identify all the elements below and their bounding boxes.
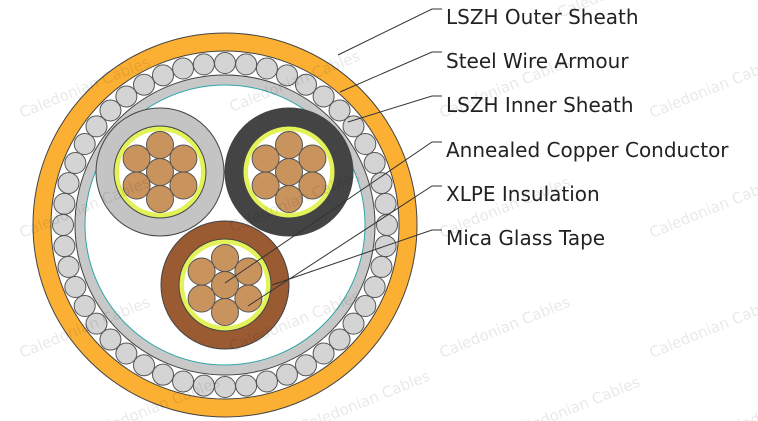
leader-armour [339, 51, 442, 93]
copper-strand [211, 244, 239, 272]
armour-wire [64, 275, 87, 298]
armour-wire [73, 295, 96, 317]
armour-wire [133, 73, 155, 96]
armour-wire [370, 255, 393, 278]
copper-strand [275, 185, 303, 213]
copper-strand [251, 144, 280, 173]
armour-wire [295, 73, 317, 96]
armour-wire [57, 172, 80, 195]
watermark: Caledonian Cables [507, 373, 643, 421]
armour-wire [275, 64, 298, 87]
watermark: Caledonian Cables [717, 373, 758, 421]
armour-wire [235, 53, 258, 76]
armour-wire [312, 85, 335, 108]
armour-wire [295, 354, 317, 377]
armour-wire [53, 192, 76, 215]
copper-strand [146, 185, 174, 213]
label-mica-tape: Mica Glass Tape [446, 226, 605, 250]
copper-strand [146, 131, 174, 159]
armour-wire [152, 64, 175, 87]
armour-wire [235, 374, 258, 397]
armour-wire [214, 52, 236, 74]
copper-strand [146, 158, 174, 186]
label-outer-sheath: LSZH Outer Sheath [446, 5, 639, 29]
copper-strand [298, 144, 327, 173]
armour-wire [275, 363, 298, 386]
copper-strand [211, 271, 239, 299]
armour-wire [64, 152, 87, 175]
armour-wire [73, 133, 96, 155]
armour-wire [115, 85, 138, 108]
armour-wire [172, 57, 195, 80]
armour-wire [255, 57, 278, 80]
label-inner-sheath: LSZH Inner Sheath [446, 93, 634, 117]
armour-wire [152, 363, 175, 386]
copper-strand [187, 257, 216, 286]
copper-strand [251, 171, 280, 200]
copper-strand [122, 144, 151, 173]
leader-outer-sheath [337, 8, 442, 56]
leader-lines [224, 8, 442, 307]
armour-wire [53, 235, 76, 258]
armour-wire [57, 255, 80, 278]
watermark: Caledonian Cables [647, 53, 758, 122]
armour-wire [312, 342, 335, 365]
cores-group [95, 107, 354, 350]
armour-wire [328, 99, 351, 122]
armour-wire [255, 370, 278, 393]
armour-wire [376, 214, 398, 236]
core [160, 220, 290, 350]
armour-wire [342, 115, 365, 138]
watermark: Caledonian Cables [437, 293, 573, 362]
copper-strand [169, 144, 198, 173]
label-conductor: Annealed Copper Conductor [446, 138, 729, 162]
armour-wire [133, 354, 155, 377]
leader-mica-tape [271, 229, 442, 286]
copper-strand [298, 171, 327, 200]
armour-wire [328, 328, 351, 351]
steel-wire-armour-layer [52, 52, 398, 398]
copper-strand [234, 284, 263, 313]
core [95, 107, 225, 237]
armour-wire [370, 172, 393, 195]
callout-labels: LSZH Outer Sheath Steel Wire Armour LSZH… [446, 5, 729, 250]
armour-wire [363, 275, 386, 298]
copper-strand [169, 171, 198, 200]
armour-wire [192, 374, 215, 397]
armour-wire [342, 312, 365, 335]
core [224, 107, 354, 237]
armour-wire [354, 295, 377, 317]
label-armour: Steel Wire Armour [446, 49, 629, 73]
armour-wire [172, 370, 195, 393]
copper-strand [187, 284, 216, 313]
copper-strand [211, 298, 239, 326]
armour-wire [99, 328, 122, 351]
armour-wire [363, 152, 386, 175]
armour-wire [354, 133, 377, 155]
leader-inner-sheath [347, 95, 442, 123]
armour-wire [374, 192, 397, 215]
armour-wire [99, 99, 122, 122]
armour-wire [85, 312, 108, 335]
copper-strand [275, 131, 303, 159]
copper-strand [275, 158, 303, 186]
armour-wire [115, 342, 138, 365]
watermark: Caledonian Cables [647, 173, 758, 242]
label-insulation: XLPE Insulation [446, 182, 600, 206]
watermark: Caledonian Cables [647, 293, 758, 362]
copper-strand [234, 257, 263, 286]
armour-wire [85, 115, 108, 138]
leader-insulation [247, 185, 442, 307]
armour-wire [192, 53, 215, 76]
leader-conductor [224, 141, 442, 284]
